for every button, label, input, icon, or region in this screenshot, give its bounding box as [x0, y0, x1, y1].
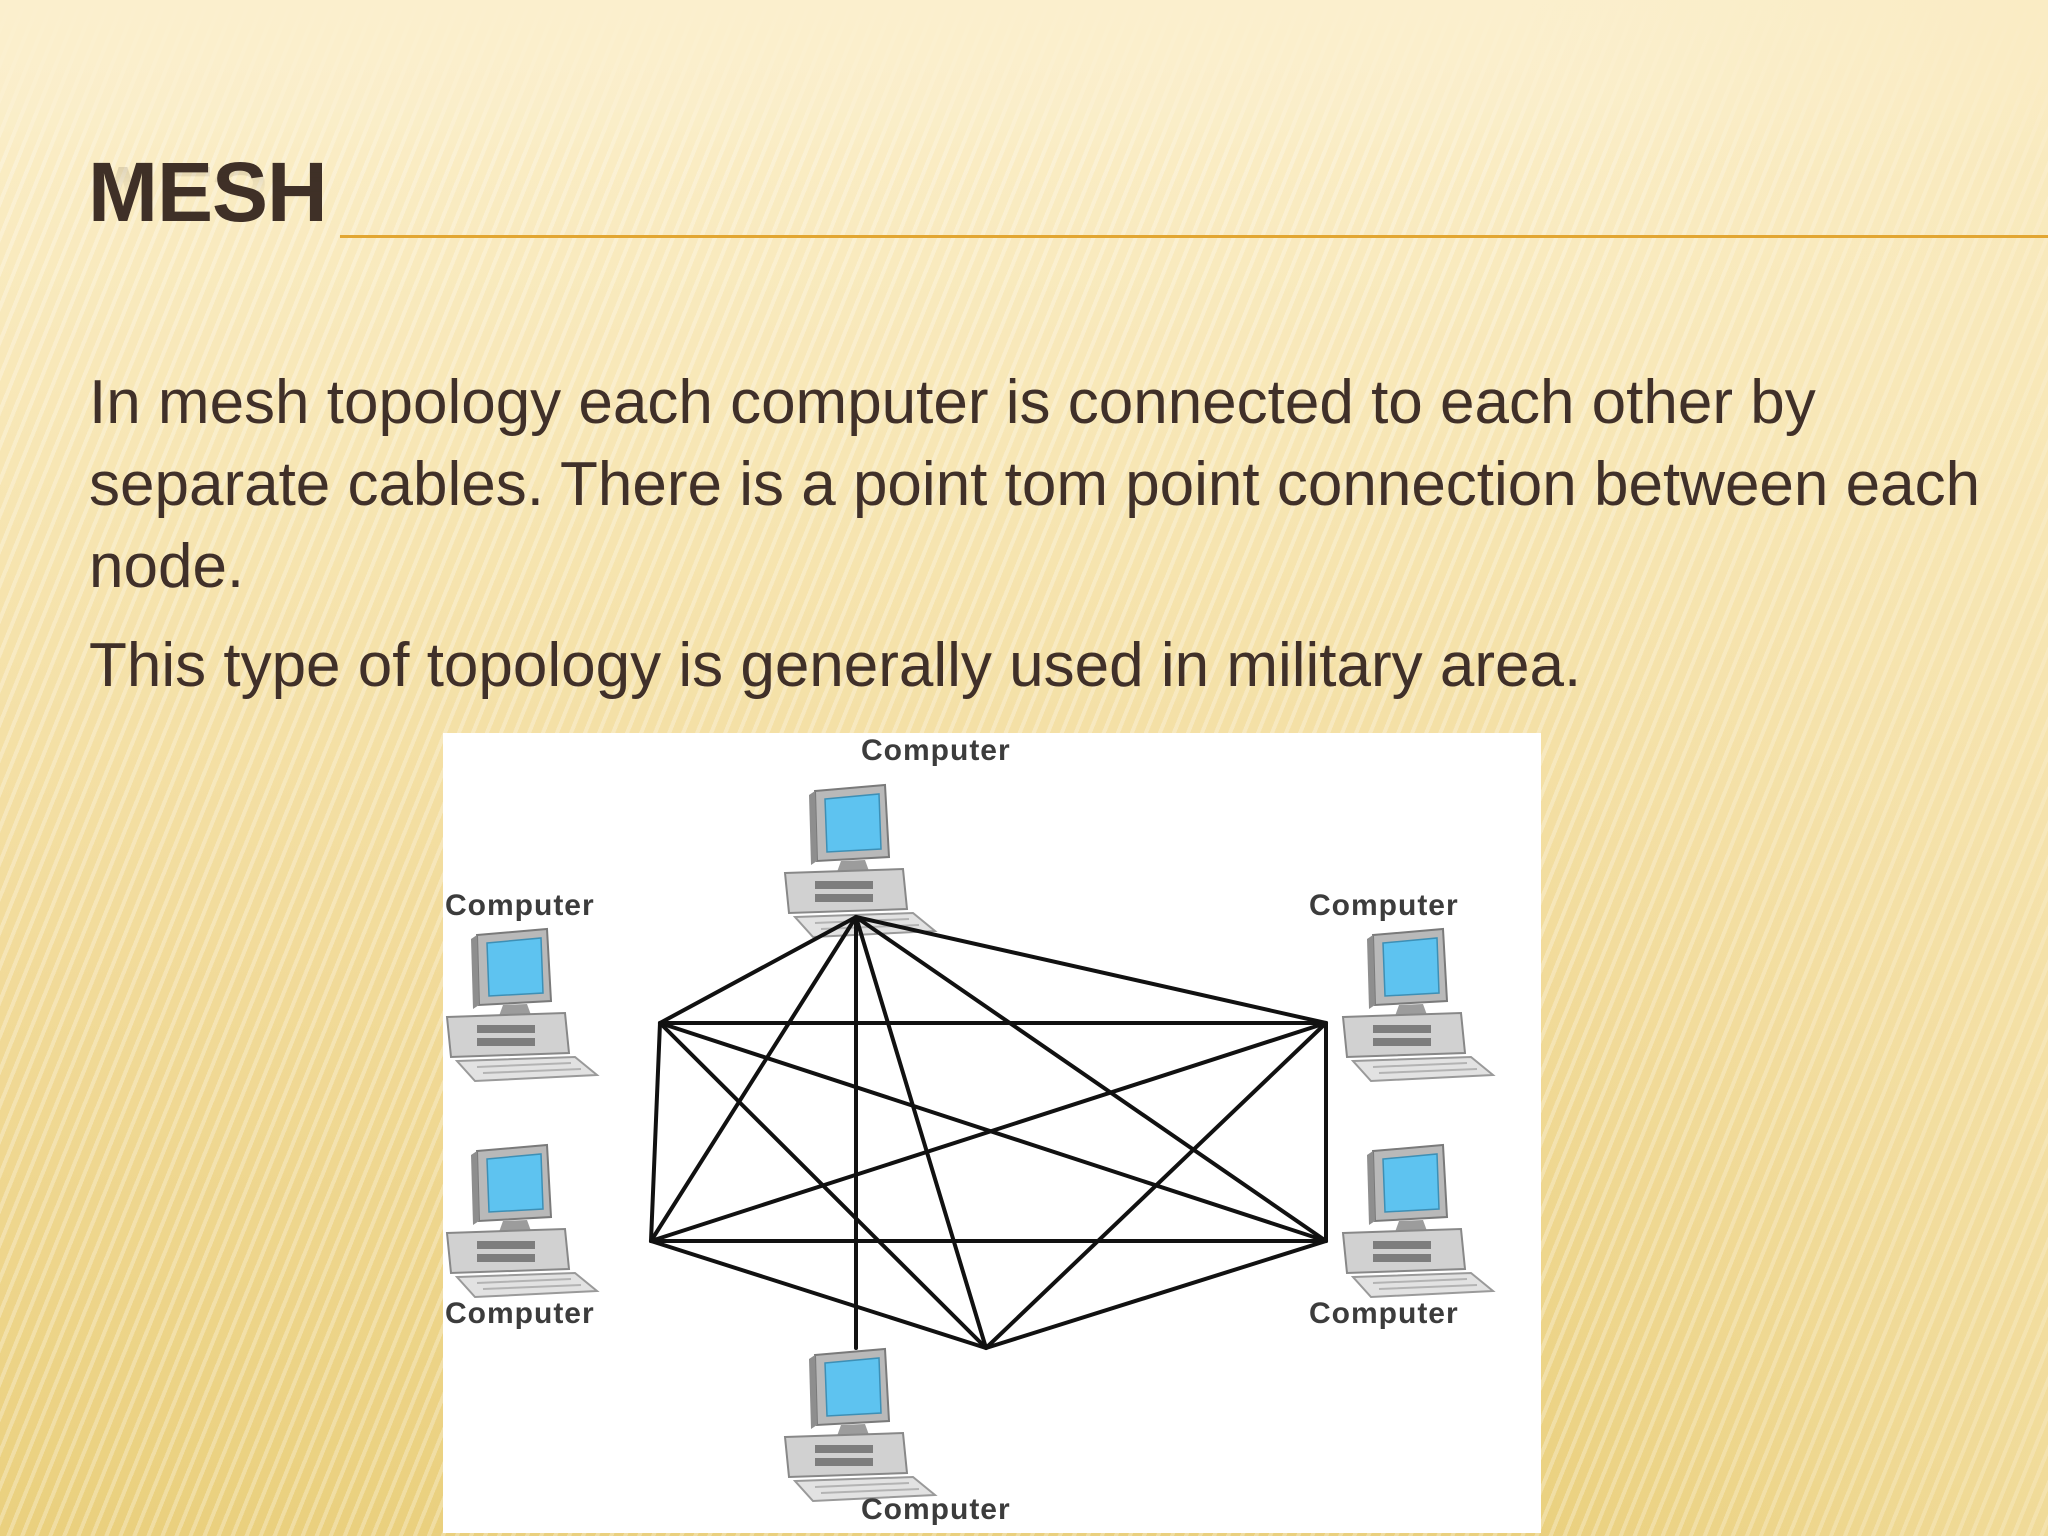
body-paragraph-military-usage: This type of topology is generally used … — [89, 631, 1582, 700]
computer-label-bottom: Computer — [861, 1493, 1011, 1526]
computer-upper-left — [446, 928, 598, 1082]
computer-label-upper-right: Computer — [1309, 889, 1459, 922]
computer-top — [784, 784, 936, 938]
computer-label-upper-left: Computer — [445, 889, 595, 922]
computer-label-top: Computer — [861, 734, 1011, 767]
computer-lower-right — [1342, 1144, 1494, 1298]
background-haze-top — [0, 0, 2048, 160]
computer-lower-left — [446, 1144, 598, 1298]
computer-upper-right — [1342, 928, 1494, 1082]
mesh-diagram-graphic — [446, 784, 1494, 1502]
title-underline-rule — [340, 235, 2048, 238]
slide-title: MESH — [88, 145, 328, 239]
mesh-cables — [649, 915, 1328, 1350]
computer-bottom — [784, 1348, 936, 1502]
computer-label-lower-left: Computer — [445, 1297, 595, 1330]
body-paragraph-mesh-definition: In mesh topology each computer is connec… — [89, 368, 1981, 601]
computer-label-lower-right: Computer — [1309, 1297, 1459, 1330]
slide-title-reflection: MESH — [88, 149, 327, 243]
mesh-topology-diagram: Computer Computer Computer Computer Comp… — [443, 733, 1541, 1533]
background-haze-right — [1528, 0, 2048, 1536]
